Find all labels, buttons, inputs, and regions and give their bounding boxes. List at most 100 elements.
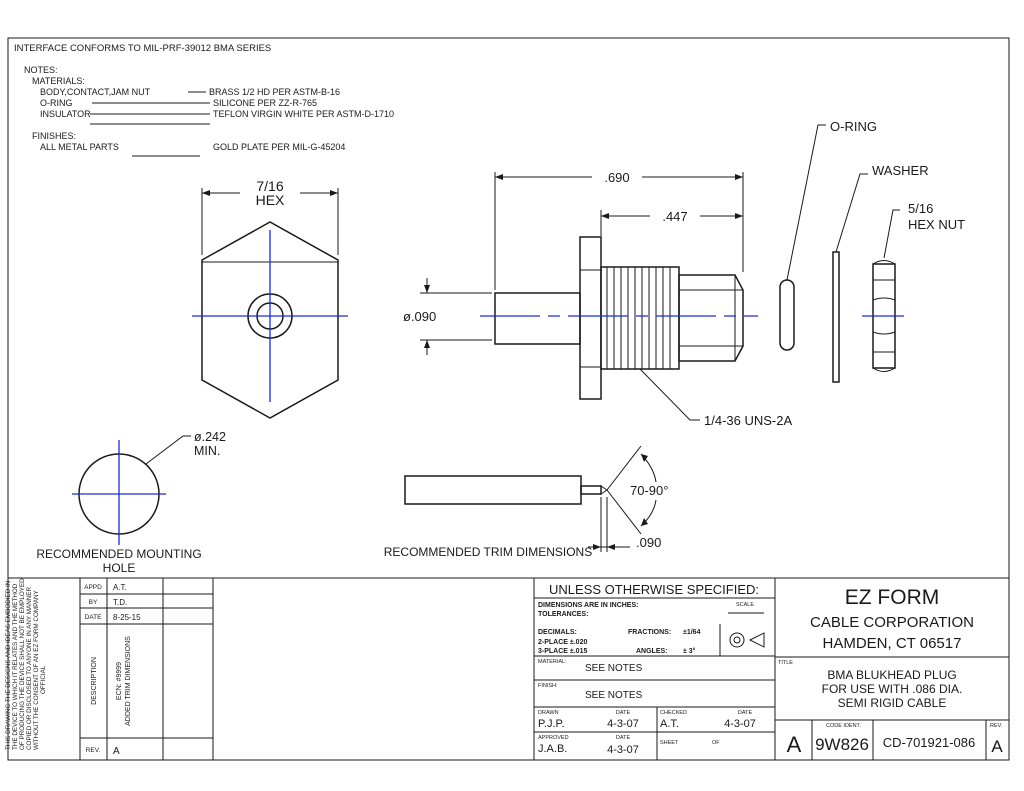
trim-cable [404, 475, 582, 505]
hex-arrow-left [202, 190, 210, 196]
decimals-label: DECIMALS: [538, 629, 577, 636]
title-label: TITLE [778, 660, 793, 666]
material-body-spec: BRASS 1/2 HD PER ASTM-B-16 [209, 87, 340, 97]
mounting-hole-view: ø.242 MIN. RECOMMENDED MOUNTING HOLE [36, 430, 226, 575]
disclaimer-line-4: COPIED OR DISCLOSED TO ANYONE IN ANY MAN… [26, 586, 33, 750]
disclaimer: THIS DRAWING THE DESIGNS AND IDEAS EMBOD… [5, 578, 47, 750]
hex-front-view: 7/16 HEX [192, 178, 348, 419]
trim-arrow-r [607, 544, 615, 550]
trim-conductor [580, 485, 602, 495]
appd-value: A.T. [113, 583, 127, 592]
rev2-label: REV. [990, 723, 1003, 729]
date-value: 8-25-15 [113, 613, 141, 622]
approved-label: APPROVED [538, 735, 569, 741]
finish-value: SEE NOTES [585, 690, 643, 701]
sheet-border [7, 37, 1010, 761]
finish-parts: ALL METAL PARTS [40, 142, 119, 152]
company-block: EZ FORM CABLE CORPORATION HAMDEN, CT 065… [775, 586, 1009, 760]
thread-label: 1/4-36 UNS-2A [704, 413, 792, 428]
title-line-3: SEMI RIGID CABLE [838, 696, 947, 710]
notes-block: INTERFACE CONFORMS TO MIL-PRF-39012 BMA … [14, 43, 394, 157]
thread-leader [639, 368, 700, 421]
checked-date-label: DATE [738, 710, 753, 716]
appd-label: APPD [84, 584, 102, 591]
hole-dia: ø.242 [194, 430, 226, 444]
oring-label: O-RING [830, 119, 877, 134]
fractions-value: ±1/64 [683, 629, 701, 636]
angle-line-upper [606, 445, 642, 491]
hex-size-label: 7/16 [256, 178, 283, 194]
trim-view: 70-90° .090 RECOMMENDED TRIM DIMENSIONS [384, 445, 668, 559]
trim-arrow-l [593, 544, 601, 550]
angle-arrow-lower [641, 518, 648, 526]
washer-leader [835, 173, 868, 253]
rev2-value: A [991, 737, 1003, 756]
checked-date: 4-3-07 [724, 718, 756, 730]
date-label: DATE [85, 614, 103, 621]
material-label: MATERIAL: [538, 659, 567, 665]
dim-690-arrow-l [495, 174, 503, 180]
drawn-date-label: DATE [616, 710, 631, 716]
title-block: THIS DRAWING THE DESIGNS AND IDEAS EMBOD… [5, 577, 1009, 760]
angles-value: ± 3° [683, 647, 696, 655]
approved-date: 4-3-07 [607, 744, 639, 756]
thread-lines [606, 267, 671, 369]
rev-value: A [113, 746, 120, 757]
drawn-date: 4-3-07 [607, 718, 639, 730]
company-address: HAMDEN, CT 06517 [823, 635, 962, 652]
thread-body [600, 266, 680, 370]
sheet-label: SHEET [660, 740, 679, 746]
dim-447: .447 [662, 209, 687, 224]
disclaimer-line-2: THE DEVICE TO WHICH IT RELATES AND THE M… [12, 583, 19, 750]
material-oring: O-RING [40, 98, 73, 108]
finish-label: FINISH: [538, 683, 558, 689]
hexnut-size: 5/16 [908, 201, 933, 216]
trim-dim-090: .090 [636, 535, 661, 550]
approved-date-label: DATE [616, 735, 631, 741]
dim-447-arrow-l [601, 213, 609, 219]
mounting-title: RECOMMENDED MOUNTING [36, 547, 201, 561]
tolerance-block: UNLESS OTHERWISE SPECIFIED: DIMENSIONS A… [533, 578, 776, 760]
notes-title: NOTES: [24, 65, 58, 75]
description-text: ADDED TRIM DIMENSIONS [125, 636, 132, 726]
by-value: T.D. [113, 598, 127, 607]
material-insulator-spec: TEFLON VIRGIN WHITE PER ASTM-D-1710 [213, 109, 394, 119]
trim-title: RECOMMENDED TRIM DIMENSIONS [384, 545, 592, 559]
oring-shape [779, 279, 795, 351]
dim-090-arrow-bot [424, 340, 430, 348]
description-label: DESCRIPTION [91, 657, 98, 705]
hexnut-flats [872, 260, 896, 372]
hex-outline [201, 221, 339, 419]
dim-dia-090: ø.090 [403, 309, 436, 324]
angle-label: 70-90° [630, 483, 668, 498]
hole-min: MIN. [194, 444, 220, 458]
hex-arrow-right [330, 190, 338, 196]
material-insulator: INSULATOR [40, 109, 91, 119]
hexnut-label: HEX NUT [908, 217, 965, 232]
materials-title: MATERIALS: [32, 76, 85, 86]
dim-690: .690 [604, 170, 629, 185]
drawn-value: P.J.P. [538, 718, 565, 730]
projection-symbol-cone [748, 632, 765, 648]
disclaimer-line-3: OF PRODUCING THE DEVICE SHALL NOT BE EMP… [19, 578, 26, 750]
title-line-2: FOR USE WITH .086 DIA. [822, 682, 963, 696]
description-ecn: ECN: #9999 [116, 662, 123, 700]
approved-value: J.A.B. [538, 743, 567, 755]
washer-label: WASHER [872, 163, 929, 178]
revision-block: APPD A.T. BY T.D. DATE 8-25-15 DESCRIPTI… [80, 578, 214, 760]
tolerances-label: TOLERANCES: [538, 611, 588, 618]
projection-symbol-circle [729, 632, 745, 648]
hardware-parts: O-RING WASHER 5/16 HEX NUT [779, 119, 965, 383]
checked-value: A.T. [660, 718, 679, 730]
cable-sleeve [494, 292, 581, 345]
dims-in-inches: DIMENSIONS ARE IN INCHES: [538, 602, 638, 609]
scale-label: SCALE [736, 602, 754, 608]
hole-leader [145, 435, 191, 465]
code-ident: 9W826 [815, 735, 869, 754]
hex-label: HEX [256, 192, 285, 208]
dim-690-arrow-r [735, 174, 743, 180]
dim-447-arrow-r [735, 213, 743, 219]
material-value: SEE NOTES [585, 663, 643, 674]
trim-tip [600, 485, 608, 495]
